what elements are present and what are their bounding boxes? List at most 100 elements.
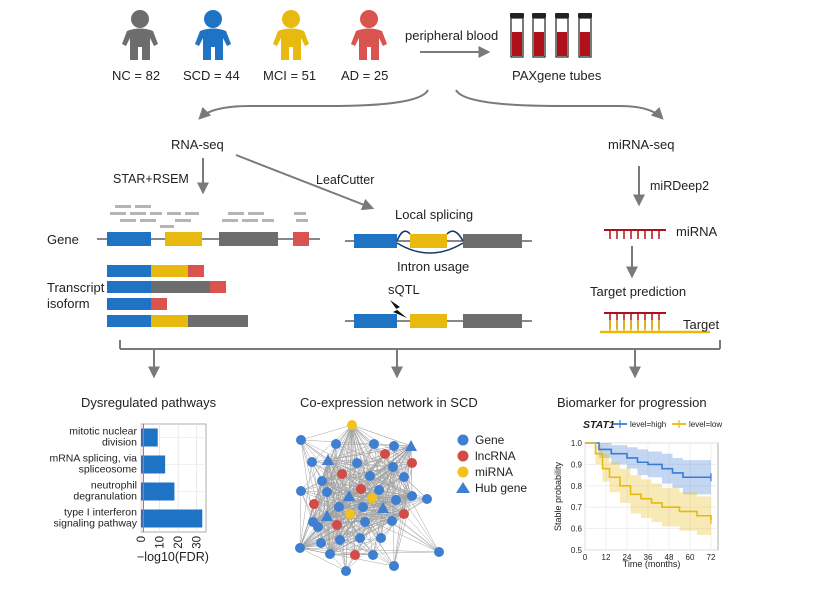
- network-edge: [326, 515, 331, 555]
- network-edge: [351, 424, 440, 553]
- gene-node: [368, 550, 378, 560]
- gene-node: [387, 516, 397, 526]
- gene-node: [369, 439, 379, 449]
- network-edge: [299, 547, 395, 567]
- gene-node: [341, 566, 351, 576]
- network-edge: [312, 495, 350, 523]
- x-axis-label: −log10(FDR): [137, 550, 209, 564]
- x-tick-label: 30: [192, 536, 204, 549]
- network-edge: [300, 439, 350, 497]
- lncrna-node: [332, 520, 342, 530]
- network-edge: [338, 506, 374, 556]
- y-tick-label: 0.7: [571, 503, 583, 512]
- legend-dot-icon: [457, 434, 469, 446]
- person-icon: [273, 10, 309, 60]
- biomarker-title: Biomarker for progression: [557, 395, 707, 410]
- arrow-to-mirnaseq: [455, 89, 664, 120]
- network-edge: [320, 495, 350, 544]
- y-axis-label: Stable probability: [553, 461, 563, 531]
- gene-label: Gene: [47, 232, 79, 247]
- x-tick-label: 60: [686, 553, 695, 562]
- gene-node: [316, 538, 326, 548]
- person-icon: [122, 10, 158, 60]
- network-edge: [329, 551, 440, 555]
- lncrna-node: [350, 550, 360, 560]
- gene-node: [388, 462, 398, 472]
- merge-bracket: [119, 340, 721, 379]
- isoform-label: isoform: [47, 296, 90, 311]
- sqtl-label: sQTL: [388, 282, 420, 297]
- sqtl-model: [345, 314, 532, 328]
- network-title: Co-expression network in SCD: [300, 395, 478, 410]
- mirna-node: [367, 493, 377, 503]
- coexpression-network: [295, 420, 444, 576]
- network-edge: [364, 445, 412, 523]
- gene-node: [322, 487, 332, 497]
- network-edge: [345, 495, 350, 572]
- gene-node: [325, 549, 335, 559]
- gene-model: [97, 205, 320, 246]
- target-icon: [600, 312, 710, 334]
- category-label: degranulation: [73, 491, 137, 503]
- splicing-model: [345, 230, 532, 254]
- network-edge: [392, 466, 440, 553]
- gene-node: [334, 502, 344, 512]
- mirna-icon: [604, 229, 666, 239]
- lncrna-node: [399, 509, 409, 519]
- legend-label: lncRNA: [475, 449, 516, 463]
- x-tick-label: 0: [136, 536, 148, 542]
- network-edge: [329, 498, 428, 555]
- network-edge: [410, 445, 413, 497]
- blood-tube: [510, 13, 524, 58]
- y-tick-label: 0.9: [571, 460, 583, 469]
- network-edge: [338, 506, 440, 553]
- network-edge: [351, 424, 373, 499]
- network-edge: [403, 513, 440, 553]
- network-edge: [299, 547, 347, 572]
- network-edge: [348, 443, 375, 497]
- network-edge: [326, 445, 412, 493]
- network-edge: [312, 424, 353, 523]
- gene-node: [360, 517, 370, 527]
- legend-hub-gene-icon: [456, 482, 470, 493]
- km-gene-title: STAT1: [583, 419, 615, 431]
- lncrna-node: [337, 469, 347, 479]
- network-edge: [393, 495, 413, 567]
- legend-dot-icon: [457, 466, 469, 478]
- gene-node: [434, 547, 444, 557]
- category-label: type I interferon: [64, 507, 137, 519]
- network-edge: [348, 466, 394, 497]
- arrow-leafcutter: [235, 154, 375, 211]
- gene-node: [391, 495, 401, 505]
- arrow-to-rnaseq: [198, 89, 429, 120]
- peripheral-blood-label: peripheral blood: [405, 28, 498, 43]
- legend-dot-icon: [457, 450, 469, 462]
- x-tick-label: 72: [707, 553, 716, 562]
- paxgene-tubes-label: PAXgene tubes: [512, 68, 602, 83]
- person-icon: [195, 10, 231, 60]
- transcript-label: Transcript: [47, 280, 105, 295]
- network-edge: [351, 424, 428, 500]
- blood-tube: [555, 13, 569, 58]
- network-edge: [327, 459, 382, 539]
- network-edge: [351, 424, 413, 497]
- network-edge: [393, 513, 405, 567]
- transcript-isoforms: [107, 265, 248, 327]
- target-prediction-label: Target prediction: [590, 284, 686, 299]
- gene-node: [365, 471, 375, 481]
- y-tick-label: 0.6: [571, 525, 583, 534]
- network-edge: [299, 480, 323, 549]
- hub-gene-node: [343, 490, 355, 501]
- network-edge: [351, 424, 386, 455]
- gene-node: [389, 441, 399, 451]
- survival-line: [585, 442, 711, 479]
- lncrna-node: [380, 449, 390, 459]
- hub-gene-node: [322, 454, 334, 465]
- network-edge: [338, 497, 373, 508]
- x-tick-label: 48: [665, 553, 674, 562]
- gene-node: [407, 491, 417, 501]
- network-edge: [300, 490, 314, 523]
- confidence-band: [585, 443, 711, 495]
- confidence-band: [585, 443, 711, 540]
